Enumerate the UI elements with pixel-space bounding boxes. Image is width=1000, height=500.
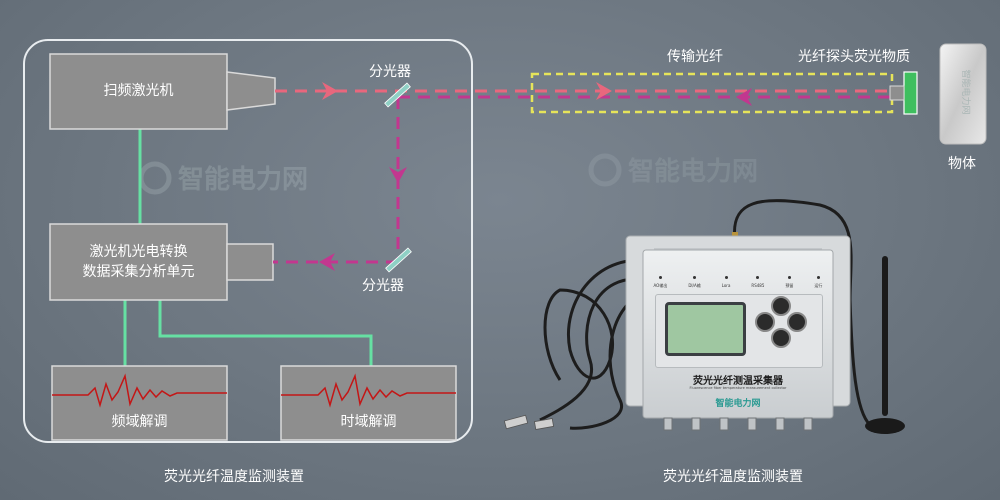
- svg-text:智能电力网: 智能电力网: [178, 164, 308, 195]
- watermark-right: 智能电力网: [588, 153, 758, 187]
- splitter-bottom-label: 分光器: [362, 278, 404, 294]
- antenna-icon: [882, 256, 888, 416]
- device-front-title: 荧光光纤测温采集器: [693, 376, 783, 387]
- time-demod-box: [280, 365, 457, 441]
- beam-arrow-right-2: [596, 82, 612, 100]
- splitter-bottom-icon: [385, 247, 412, 273]
- device-front-subtitle: Fluorescence fiber temperature measureme…: [689, 386, 787, 390]
- green-links: [123, 128, 373, 366]
- svg-text:智能电力网: 智能电力网: [960, 69, 972, 114]
- converter-label-line1: 激光机光电转换: [89, 244, 188, 260]
- svg-text:智能电力网: 智能电力网: [628, 156, 758, 187]
- time-waveform: [281, 373, 456, 408]
- fiber-label: 传输光纤: [667, 49, 723, 65]
- device-front: AO输出 DI/A输 Lora RS485 预留 运行: [643, 250, 833, 418]
- led-lora: Lora: [721, 276, 731, 289]
- led-run: 运行: [814, 276, 822, 289]
- laser-nozzle: [226, 71, 276, 111]
- device-caption: 荧光光纤温度监测装置: [663, 469, 803, 485]
- led-label: DI/A输: [688, 283, 701, 288]
- object-label: 物体: [948, 156, 976, 172]
- device-key-right[interactable]: [787, 312, 807, 332]
- led-label: 预留: [785, 283, 794, 288]
- device-ports: [663, 417, 813, 431]
- splitter-top-label: 分光器: [369, 64, 411, 80]
- device-logo: 智能电力网: [715, 399, 761, 409]
- watermark-left: 智能电力网: [138, 161, 308, 195]
- freq-waveform: [52, 373, 227, 408]
- beam-arrow-left: [736, 88, 752, 106]
- splitter-top-icon: [384, 82, 411, 108]
- system-caption: 荧光光纤温度监测装置: [164, 469, 304, 485]
- beam-arrow-left-2: [319, 253, 335, 271]
- laser-box: [49, 53, 228, 130]
- device-key-up[interactable]: [771, 296, 791, 316]
- device-led-row: AO输出 DI/A输 Lora RS485 预留 运行: [643, 276, 833, 289]
- converter-box: [49, 223, 228, 301]
- converter-label-line2: 数据采集分析单元: [82, 264, 195, 280]
- beam-arrow-right-1: [322, 82, 338, 100]
- device-key-down[interactable]: [771, 328, 791, 348]
- led-label: Lora: [721, 283, 731, 288]
- laser-label: 扫频激光机: [103, 83, 174, 99]
- object-icon: [939, 43, 987, 145]
- fiber-connectors: [503, 414, 555, 430]
- led-label: 运行: [814, 283, 823, 288]
- led-di: DI/A输: [688, 276, 701, 289]
- freq-demod-box: [51, 365, 228, 441]
- led-label: AO输出: [653, 283, 668, 288]
- led-label: RS485: [751, 283, 765, 288]
- probe-connector: [889, 85, 905, 101]
- led-ao: AO输出: [653, 276, 668, 289]
- probe-label: 光纤探头荧光物质: [798, 49, 910, 65]
- system-frame: [23, 39, 473, 443]
- device-lcd-screen: [665, 302, 746, 356]
- converter-port: [226, 243, 274, 281]
- device-key-left[interactable]: [755, 312, 775, 332]
- fiber-highlight: [530, 72, 894, 114]
- led-rs485: RS485: [751, 276, 764, 289]
- led-reserved: 预留: [785, 276, 793, 289]
- beam-arrow-down: [389, 167, 407, 183]
- freq-demod-label: 频域解调: [111, 414, 168, 430]
- time-demod-label: 时域解调: [340, 414, 397, 430]
- probe-icon: [903, 71, 918, 115]
